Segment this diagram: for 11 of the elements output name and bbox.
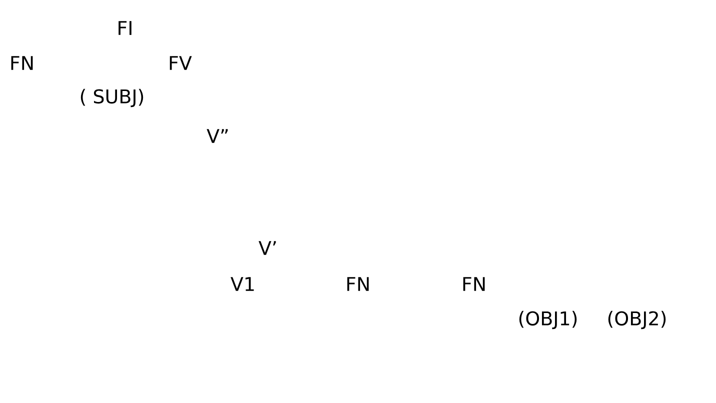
tree-label: ( SUBJ)	[80, 88, 144, 108]
tree-label: FV	[170, 56, 192, 70]
tree-label: V’	[258, 241, 276, 255]
tree-label: FI	[118, 21, 132, 35]
tree-label: FN	[463, 277, 485, 291]
tree-label: FN	[347, 277, 369, 291]
tree-label: (OBJ2)	[608, 310, 666, 330]
tree-label: FN	[11, 56, 33, 70]
tree-label: V”	[206, 129, 228, 143]
tree-label: (OBJ1)	[519, 310, 577, 330]
tree-label: V1	[230, 277, 254, 291]
